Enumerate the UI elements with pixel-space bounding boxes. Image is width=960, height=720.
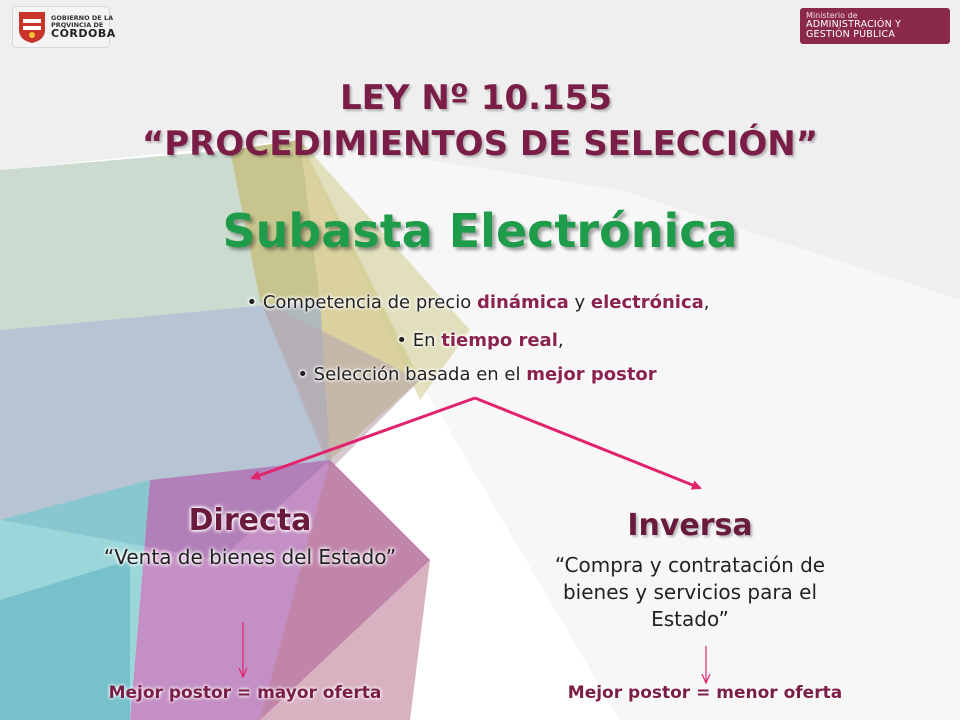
- bullet-symbol: •: [396, 330, 413, 351]
- ministry-logo-line2: ADMINISTRACIÓN Y GESTIÓN PÚBLICA: [806, 19, 902, 41]
- bullet-item: • Competencia de precio dinámica y elect…: [0, 292, 958, 313]
- bullet-text: y: [568, 292, 591, 313]
- ministry-logo-line1: Ministerio de: [806, 11, 858, 20]
- law-subtitle: “PROCEDIMIENTOS DE SELECCIÓN”: [141, 124, 819, 164]
- directa-description: “Venta de bienes del Estado”: [103, 545, 397, 569]
- inversa-description: “Compra y contratación de bienes y servi…: [554, 553, 826, 631]
- directa-result: Mejor postor = mayor oferta: [108, 683, 382, 703]
- gov-logo-line3: CÓRDOBA: [51, 27, 116, 40]
- emphasis-text: electrónica: [590, 292, 704, 313]
- inversa-result: Mejor postor = menor oferta: [567, 683, 843, 703]
- law-title: LEY Nº 10.155: [339, 78, 613, 118]
- provincial-seal-icon: [19, 12, 45, 43]
- bullet-symbol: •: [297, 364, 314, 385]
- ministry-logo: Ministerio de ADMINISTRACIÓN Y GESTIÓN P…: [800, 8, 950, 44]
- bullet-symbol: •: [246, 292, 263, 313]
- bullet-text: ,: [557, 330, 564, 351]
- gobierno-cordoba-logo: GOBIERNO DE LA PROVINCIA DE CÓRDOBA: [12, 6, 115, 48]
- bullet-text: Competencia de precio: [262, 292, 477, 313]
- emphasis-text: mejor postor: [526, 364, 657, 385]
- bullet-text: En: [412, 330, 442, 351]
- directa-title: Directa: [188, 503, 312, 538]
- bullet-text: Selección basada en el: [313, 364, 527, 385]
- subasta-heading: Subasta Electrónica: [222, 204, 738, 258]
- emphasis-text: dinámica: [477, 292, 569, 313]
- bullet-text: ,: [703, 292, 710, 313]
- bullet-item: • Selección basada en el mejor postor: [0, 364, 957, 385]
- emphasis-text: tiempo real: [441, 330, 558, 351]
- gov-logo-line1: GOBIERNO DE LA: [51, 14, 114, 22]
- inversa-title: Inversa: [627, 508, 753, 543]
- bullet-item: • En tiempo real,: [0, 330, 960, 351]
- gov-logo-line2: PROVINCIA DE: [51, 20, 104, 29]
